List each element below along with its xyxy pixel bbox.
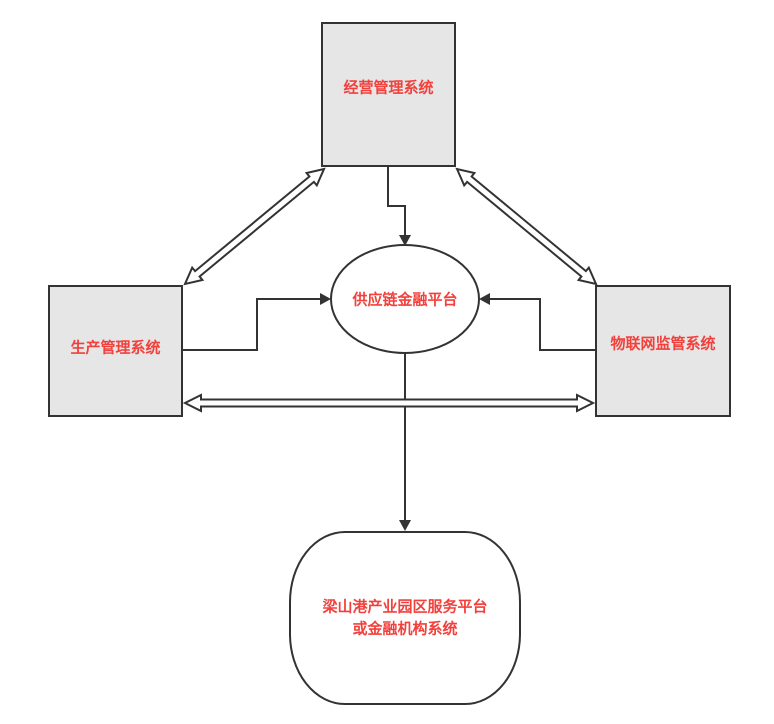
- node-production-management-box: [48, 285, 183, 417]
- node-business-management[interactable]: 经营管理系统: [321, 22, 456, 167]
- node-production-management[interactable]: 生产管理系统: [48, 285, 183, 417]
- connector-production-to-platform-line: [182, 298, 322, 351]
- connector-production-to-platform-arrowhead: [320, 293, 331, 305]
- node-park-platform-label-line1: 梁山港产业园区服务平台: [321, 598, 487, 616]
- node-park-platform-shape: [289, 531, 521, 705]
- connector-production-to-platform: [182, 293, 331, 351]
- connector-iot-to-platform-line: [488, 298, 596, 351]
- node-park-platform-label-line2: 或金融机构系统: [352, 620, 457, 638]
- connector-business-to-platform-arrowhead: [399, 235, 411, 246]
- double-arrow-business-production: [183, 167, 326, 286]
- node-business-management-label: 经营管理系统: [343, 79, 433, 97]
- node-supply-chain-platform-label: 供应链金融平台: [351, 291, 457, 309]
- connector-iot-to-platform-arrowhead: [479, 293, 490, 305]
- node-iot-monitoring-label: 物联网监管系统: [610, 335, 715, 353]
- connector-business-to-platform-line: [387, 166, 406, 237]
- connector-platform-to-park: [399, 353, 411, 531]
- double-arrow-business-iot: [455, 167, 598, 286]
- double-arrow-production-iot: [182, 393, 596, 413]
- node-business-management-box: [321, 22, 456, 167]
- node-iot-monitoring[interactable]: 物联网监管系统: [595, 285, 731, 417]
- node-supply-chain-platform[interactable]: 供应链金融平台: [330, 244, 480, 354]
- node-iot-monitoring-box: [595, 285, 731, 417]
- node-production-management-label: 生产管理系统: [70, 339, 160, 357]
- connector-iot-to-platform: [479, 293, 596, 351]
- connector-business-to-platform: [387, 166, 411, 246]
- hollow-arrows: [182, 167, 598, 413]
- node-park-platform[interactable]: 梁山港产业园区服务平台 或金融机构系统: [289, 531, 521, 705]
- connector-platform-to-park-arrowhead: [399, 520, 411, 531]
